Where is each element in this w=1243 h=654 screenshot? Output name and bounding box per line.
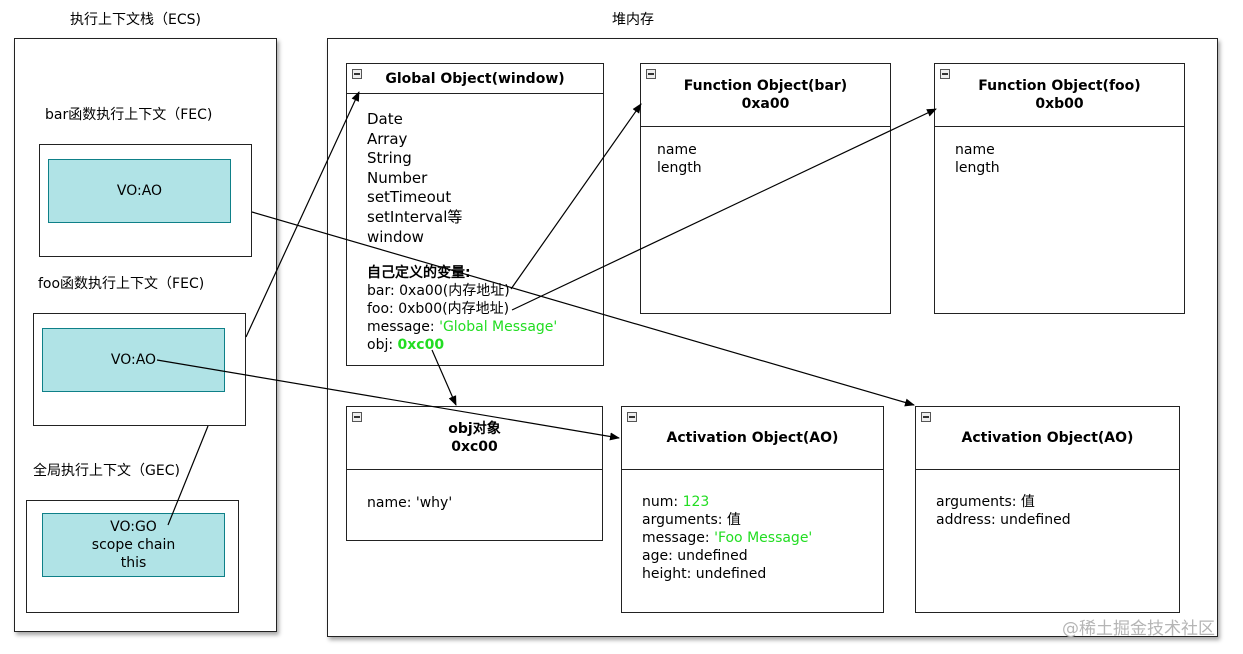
arguments-prop: arguments: 值 — [936, 494, 1035, 510]
activation-object-foo-props: num: 123 arguments: 值 message: 'Foo Mess… — [642, 493, 883, 583]
prop-length: length — [955, 160, 1000, 176]
height-prop: height: undefined — [642, 566, 767, 582]
arguments-prop: arguments: 值 — [642, 512, 741, 528]
activation-object-bar-props: arguments: 值 address: undefined — [936, 493, 1179, 529]
bar-context-label: bar函数执行上下文（FEC) — [45, 107, 213, 123]
global-object-builtins: Date Array String Number setTimeout setI… — [367, 110, 603, 247]
collapse-icon[interactable] — [627, 412, 637, 422]
obj-object-header: obj对象 0xc00 — [347, 407, 602, 470]
global-vo-line-3: this — [120, 555, 147, 571]
activation-object-bar-title: Activation Object(AO) — [961, 430, 1134, 446]
function-object-foo[interactable]: Function Object(foo) 0xb00 name length — [934, 63, 1185, 314]
obj-variable: obj: 0xc00 — [367, 337, 445, 353]
custom-vars-title: 自己定义的变量: — [367, 265, 471, 281]
global-context-label: 全局执行上下文（GEC) — [33, 463, 180, 479]
foo-vo-box[interactable]: VO:AO — [42, 328, 225, 392]
foo-vo-label: VO:AO — [110, 352, 157, 368]
builtin-item: setTimeout — [367, 188, 452, 207]
activation-object-foo-title: Activation Object(AO) — [666, 430, 839, 446]
activation-object-foo[interactable]: Activation Object(AO) num: 123 arguments… — [621, 406, 884, 613]
function-object-foo-address: 0xb00 — [1035, 96, 1084, 112]
num-prop: num: 123 — [642, 494, 710, 510]
builtin-item: setInterval等 — [367, 207, 463, 226]
message-variable: message: 'Global Message' — [367, 319, 558, 335]
bar-vo-label: VO:AO — [116, 183, 163, 199]
global-object-header: Global Object(window) — [347, 64, 603, 94]
activation-object-foo-header: Activation Object(AO) — [622, 407, 883, 470]
prop-length: length — [657, 160, 702, 176]
builtin-item: Number — [367, 168, 428, 187]
prop-name: name — [955, 142, 995, 158]
obj-object-props: name: 'why' — [367, 494, 602, 512]
collapse-icon[interactable] — [646, 69, 656, 79]
heap-title: 堆内存 — [612, 12, 654, 28]
address-prop: address: undefined — [936, 512, 1071, 528]
bar-vo-box[interactable]: VO:AO — [48, 159, 231, 223]
ecs-title: 执行上下文栈（ECS) — [70, 12, 201, 28]
global-object[interactable]: Global Object(window) Date Array String … — [346, 63, 604, 366]
global-object-title: Global Object(window) — [385, 70, 565, 87]
function-object-bar-address: 0xa00 — [741, 96, 790, 112]
global-vo-line-1: VO:GO — [110, 519, 157, 535]
builtin-item: Date — [367, 110, 403, 128]
bar-execution-context[interactable]: VO:AO — [39, 144, 252, 257]
collapse-icon[interactable] — [921, 412, 931, 422]
foo-variable: foo: 0xb00(内存地址) — [367, 301, 510, 317]
obj-object[interactable]: obj对象 0xc00 name: 'why' — [346, 406, 603, 541]
builtin-item: window — [367, 227, 424, 246]
function-object-foo-header: Function Object(foo) 0xb00 — [935, 64, 1184, 127]
global-execution-context[interactable]: VO:GO scope chain this — [26, 500, 239, 613]
builtin-item: Array — [367, 129, 408, 148]
function-object-foo-props: name length — [955, 141, 1184, 177]
function-object-bar[interactable]: Function Object(bar) 0xa00 name length — [640, 63, 891, 314]
activation-object-bar-header: Activation Object(AO) — [916, 407, 1179, 470]
prop-name: name: 'why' — [367, 495, 453, 511]
message-prop: message: 'Foo Message' — [642, 530, 813, 546]
builtin-item: String — [367, 149, 412, 168]
obj-object-address: 0xc00 — [451, 439, 498, 455]
function-object-bar-header: Function Object(bar) 0xa00 — [641, 64, 890, 127]
global-vo-box[interactable]: VO:GO scope chain this — [42, 513, 225, 577]
obj-object-title: obj对象 — [448, 421, 501, 437]
activation-object-bar[interactable]: Activation Object(AO) arguments: 值 addre… — [915, 406, 1180, 613]
function-object-bar-title: Function Object(bar) — [683, 78, 848, 94]
function-object-bar-props: name length — [657, 141, 890, 177]
watermark: @稀土掘金技术社区 — [1062, 619, 1215, 639]
bar-variable: bar: 0xa00(内存地址) — [367, 283, 510, 299]
global-object-custom-vars: 自己定义的变量: bar: 0xa00(内存地址) foo: 0xb00(内存地… — [367, 264, 603, 354]
foo-execution-context[interactable]: VO:AO — [33, 313, 246, 426]
foo-context-label: foo函数执行上下文（FEC) — [38, 276, 205, 292]
age-prop: age: undefined — [642, 548, 748, 564]
function-object-foo-title: Function Object(foo) — [978, 78, 1141, 94]
prop-name: name — [657, 142, 697, 158]
collapse-icon[interactable] — [352, 69, 362, 79]
collapse-icon[interactable] — [940, 69, 950, 79]
global-vo-line-2: scope chain — [91, 537, 176, 553]
